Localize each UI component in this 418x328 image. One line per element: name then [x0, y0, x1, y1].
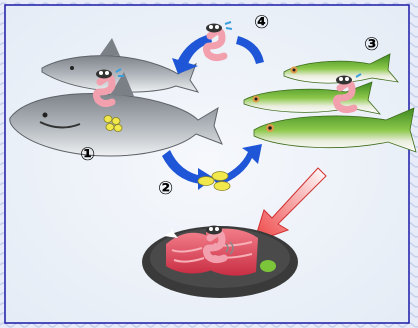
- step-2-label: ②: [158, 178, 173, 199]
- step-4-label: ④: [254, 12, 269, 33]
- step-1-label: ①: [80, 144, 95, 165]
- step-3-label: ③: [364, 34, 379, 55]
